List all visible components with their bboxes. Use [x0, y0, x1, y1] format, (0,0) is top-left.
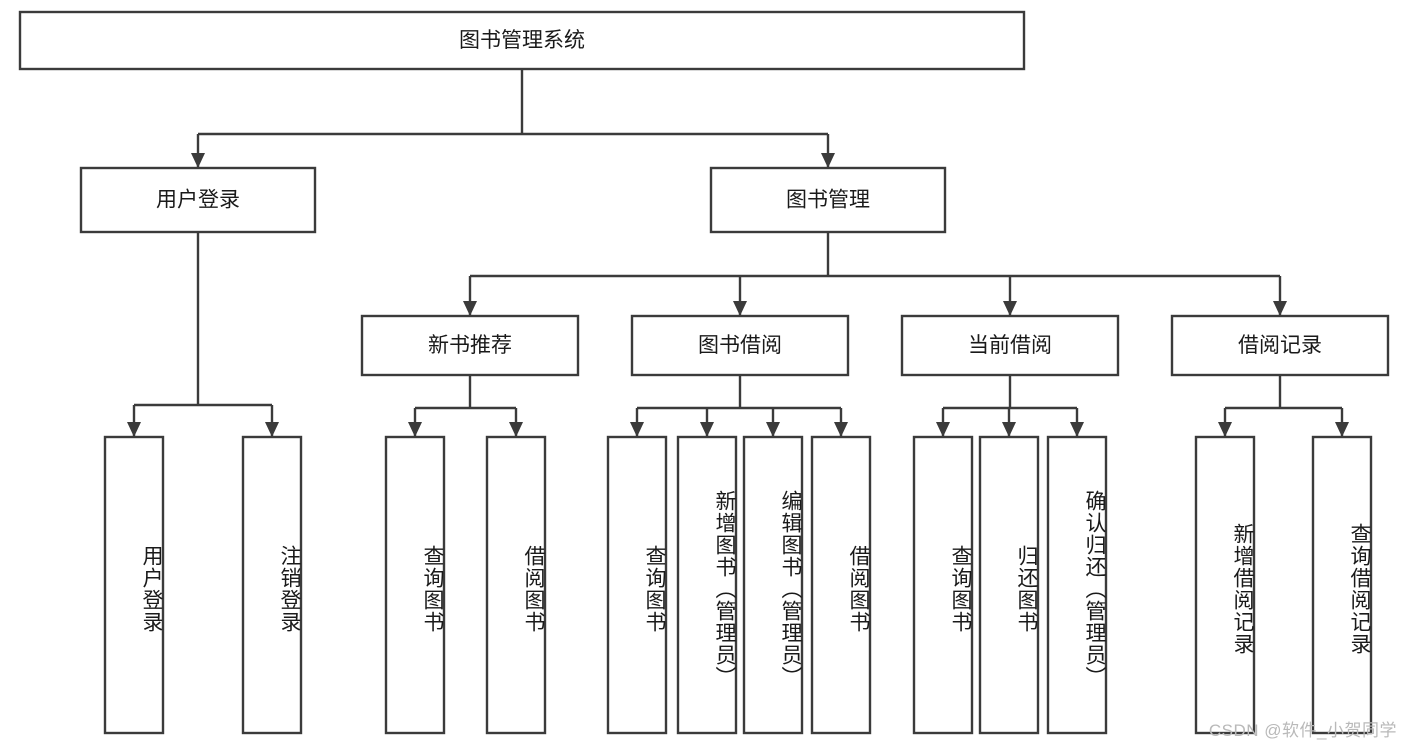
node-box-borrow-record[interactable]	[1170, 314, 1390, 377]
arrow-head-book-manage-2	[1003, 301, 1017, 316]
arrow-head-leaf-current-borrow-1	[1002, 422, 1016, 437]
arrow-head-leaf-book-borrow-3	[834, 422, 848, 437]
node-boxes	[18, 10, 1390, 735]
arrow-head-leaf-current-borrow-2	[1070, 422, 1084, 437]
arrow-head-leaf-user-login-0	[127, 422, 141, 437]
arrow-head-book-manage-0	[463, 301, 477, 316]
node-label-borrow-record: 借阅记录	[1238, 334, 1322, 357]
node-box-new-book-recommend[interactable]	[360, 314, 580, 377]
node-box-leaf-return-book[interactable]	[978, 435, 1040, 735]
node-box-book-borrow[interactable]	[630, 314, 850, 377]
node-box-leaf-query-book-2[interactable]	[606, 435, 668, 735]
arrow-head-leaf-current-borrow-0	[936, 422, 950, 437]
arrow-head-book-manage-1	[733, 301, 747, 316]
node-box-user-login[interactable]	[79, 166, 317, 234]
arrow-head-root-1	[821, 153, 835, 168]
arrow-head-leaf-borrow-record-0	[1218, 422, 1232, 437]
node-box-root[interactable]	[18, 10, 1026, 71]
arrow-head-book-manage-3	[1273, 301, 1287, 316]
node-box-leaf-logout[interactable]	[241, 435, 303, 735]
node-box-leaf-borrow-book-1[interactable]	[485, 435, 547, 735]
connector-lines	[127, 69, 1349, 437]
node-label-new-book-recommend: 新书推荐	[428, 334, 512, 357]
node-box-book-manage[interactable]	[709, 166, 947, 234]
arrow-head-leaf-user-login-1	[265, 422, 279, 437]
arrow-head-leaf-book-borrow-1	[700, 422, 714, 437]
node-box-leaf-confirm-return[interactable]	[1046, 435, 1108, 735]
arrow-head-leaf-book-borrow-0	[630, 422, 644, 437]
node-label-user-login: 用户登录	[156, 189, 240, 212]
arrow-head-leaf-new-book-recommend-1	[509, 422, 523, 437]
arrow-head-leaf-new-book-recommend-0	[408, 422, 422, 437]
node-box-leaf-query-book-3[interactable]	[912, 435, 974, 735]
node-label-book-borrow: 图书借阅	[698, 334, 782, 357]
node-box-leaf-user-login[interactable]	[103, 435, 165, 735]
arrow-head-leaf-borrow-record-1	[1335, 422, 1349, 437]
node-box-leaf-add-record[interactable]	[1194, 435, 1256, 735]
node-box-leaf-query-record[interactable]	[1311, 435, 1373, 735]
node-label-current-borrow: 当前借阅	[968, 334, 1052, 357]
node-box-leaf-add-book[interactable]	[676, 435, 738, 735]
node-box-leaf-edit-book[interactable]	[742, 435, 804, 735]
node-label-book-manage: 图书管理	[786, 189, 870, 212]
node-box-leaf-query-book-1[interactable]	[384, 435, 446, 735]
node-box-current-borrow[interactable]	[900, 314, 1120, 377]
arrow-head-leaf-book-borrow-2	[766, 422, 780, 437]
csdn-watermark: CSDN @软件_小贺同学	[1208, 721, 1397, 740]
node-label-root: 图书管理系统	[459, 29, 585, 52]
arrow-head-root-0	[191, 153, 205, 168]
node-box-leaf-borrow-book-2[interactable]	[810, 435, 872, 735]
